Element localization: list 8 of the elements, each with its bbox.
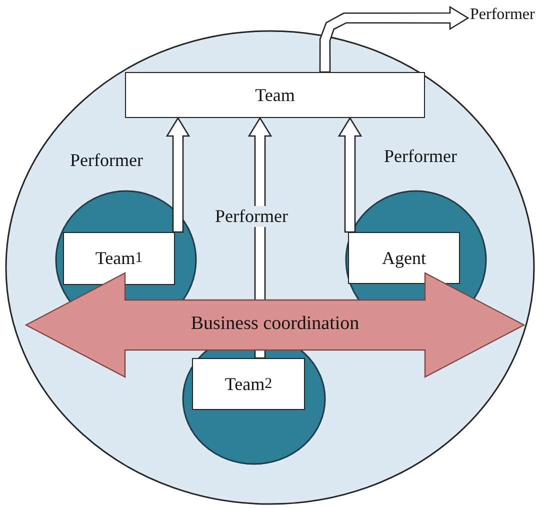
block-arrow bbox=[338, 116, 362, 233]
team-box: Team bbox=[125, 72, 425, 118]
block-arrow bbox=[319, 6, 470, 73]
block-arrow bbox=[166, 116, 190, 233]
edge-label: Performer bbox=[213, 206, 290, 227]
performer-label: Performer bbox=[470, 6, 540, 30]
arrow-label: Business coordination bbox=[190, 313, 360, 335]
agent-box: Agent bbox=[348, 232, 460, 284]
